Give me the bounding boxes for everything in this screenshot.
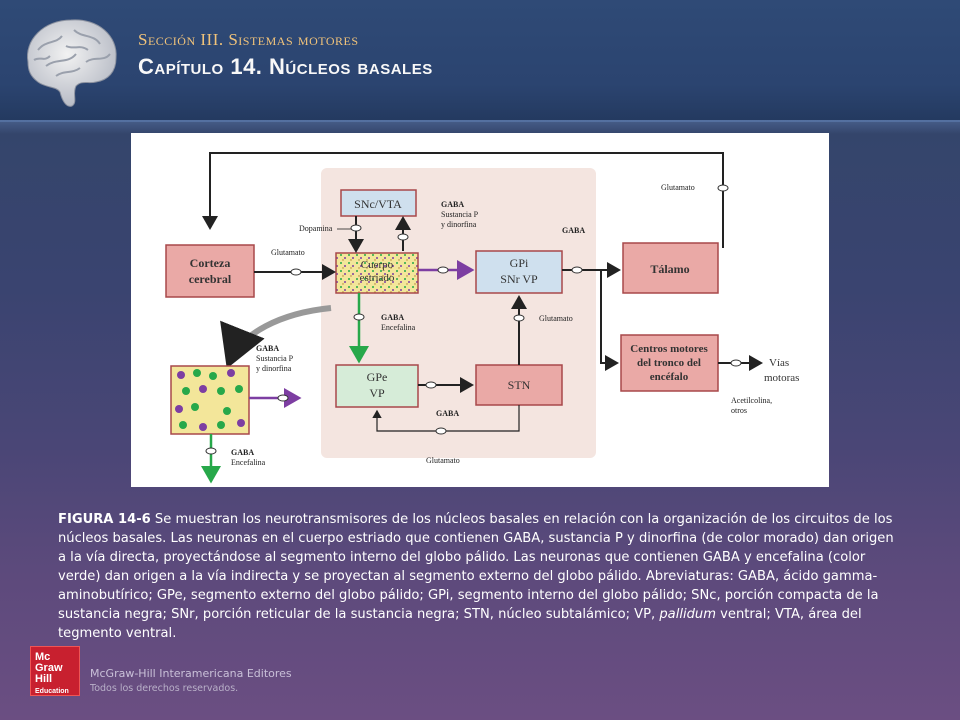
figure-label: FIGURA 14-6 — [58, 512, 151, 527]
synapse-marker — [290, 268, 302, 276]
label-gaba-stn: GABA — [436, 409, 459, 418]
svg-text:Corteza: Corteza — [190, 256, 231, 270]
publisher-rights: Todos los derechos reservados. — [90, 683, 239, 694]
inset-striatum — [170, 365, 250, 435]
synapse-marker — [513, 314, 525, 322]
logo-line: Graw — [35, 662, 63, 674]
brain-icon — [27, 19, 117, 107]
svg-text:SNc/VTA: SNc/VTA — [354, 197, 402, 211]
synapse-marker — [730, 359, 742, 367]
synapse-marker — [350, 224, 362, 232]
label-dopamina: Dopamina — [299, 224, 333, 233]
svg-text:estriado: estriado — [360, 272, 395, 284]
caption-italic: pallidum — [659, 607, 716, 622]
svg-text:GPe: GPe — [367, 370, 388, 384]
gpi-brainstem-arrow — [600, 270, 619, 371]
zoom-arrow — [220, 305, 332, 369]
synapse-marker — [717, 184, 729, 192]
label-gaba-gpi: GABA — [562, 226, 585, 235]
label-glutamato-bottom: Glutamato — [426, 456, 460, 465]
svg-text:Tálamo: Tálamo — [650, 262, 689, 276]
svg-text:del tronco del: del tronco del — [637, 357, 701, 369]
label-gaba-enc-2: Encefalina — [381, 323, 416, 332]
label-glutamato-top: Glutamato — [661, 183, 695, 192]
thalamus-cortex-arrow — [202, 152, 724, 248]
box-gpe: GPe VP — [335, 364, 419, 408]
label-gaba-inset-3: y dinorfina — [256, 364, 292, 373]
label-acetil-1: Acetilcolina, — [731, 396, 772, 405]
label-gaba-snc-2: Sustancia P — [441, 210, 479, 219]
synapse-marker — [205, 447, 217, 455]
box-snc-vta: SNc/VTA — [340, 189, 417, 217]
label-gaba-snc-3: y dinorfina — [441, 220, 477, 229]
publisher-name: McGraw-Hill Interamericana Editores — [90, 667, 292, 680]
logo-line: Mc — [35, 651, 51, 663]
synapse-marker — [397, 233, 409, 241]
svg-text:cerebral: cerebral — [189, 272, 232, 286]
synapse-marker — [571, 266, 583, 274]
svg-text:SNr VP: SNr VP — [500, 272, 538, 286]
figure-caption: FIGURA 14-6 Se muestran los neurotransmi… — [58, 510, 898, 643]
publisher-logo: Mc Graw Hill Education — [30, 646, 80, 696]
figure-diagram: Glutamato Corteza cerebral SNc/VTA Cuerp… — [131, 133, 829, 487]
stn-gpe-loop — [372, 405, 520, 432]
synapse-marker — [277, 394, 289, 402]
chapter-title: Capítulo 14. Núcleos basales — [138, 54, 433, 79]
svg-text:encéfalo: encéfalo — [650, 371, 689, 383]
label-gaba-snc-1: GABA — [441, 200, 464, 209]
caption-text-end: ventral; VTA, área del tegmento ventral. — [58, 607, 862, 641]
label-gaba-inset-1: GABA — [256, 344, 279, 353]
label-gaba-enc-1: GABA — [381, 313, 404, 322]
box-centros-motores: Centros motores del tronco del encéfalo — [620, 334, 719, 392]
svg-text:Centros motores: Centros motores — [630, 343, 708, 355]
label-gaba-inset-2: Sustancia P — [256, 354, 294, 363]
logo-line: Education — [35, 688, 69, 695]
logo-line: Hill — [35, 673, 53, 685]
label-gaba-inset-bottom-2: Encefalina — [231, 458, 266, 467]
label-vias-1: Vías — [769, 357, 789, 369]
section-title: Sección III. Sistemas motores — [138, 30, 359, 49]
label-glutamato-stn: Glutamato — [539, 314, 573, 323]
label-acetil-2: otros — [731, 406, 747, 415]
header-band — [0, 0, 960, 134]
synapse-marker — [435, 427, 447, 435]
box-stn: STN — [475, 364, 563, 406]
basal-ganglia-diagram: Glutamato Corteza cerebral SNc/VTA Cuerp… — [165, 152, 799, 484]
box-cuerpo-estriado: Cuerpo estriado — [335, 252, 419, 294]
synapse-marker — [425, 381, 437, 389]
label-gaba-inset-bottom-1: GABA — [231, 448, 254, 457]
svg-text:GPi: GPi — [510, 256, 529, 270]
label-glutamato-cortex: Glutamato — [271, 248, 305, 257]
synapse-marker — [353, 313, 365, 321]
box-talamo: Tálamo — [622, 242, 719, 294]
box-corteza: Corteza cerebral — [165, 244, 255, 298]
synapse-marker — [437, 266, 449, 274]
svg-text:STN: STN — [508, 378, 531, 392]
box-gpi: GPi SNr VP — [475, 250, 563, 294]
svg-text:Cuerpo: Cuerpo — [361, 259, 394, 271]
label-vias-2: motoras — [764, 372, 799, 384]
caption-text: Se muestran los neurotransmisores de los… — [58, 512, 894, 622]
svg-text:VP: VP — [369, 386, 385, 400]
